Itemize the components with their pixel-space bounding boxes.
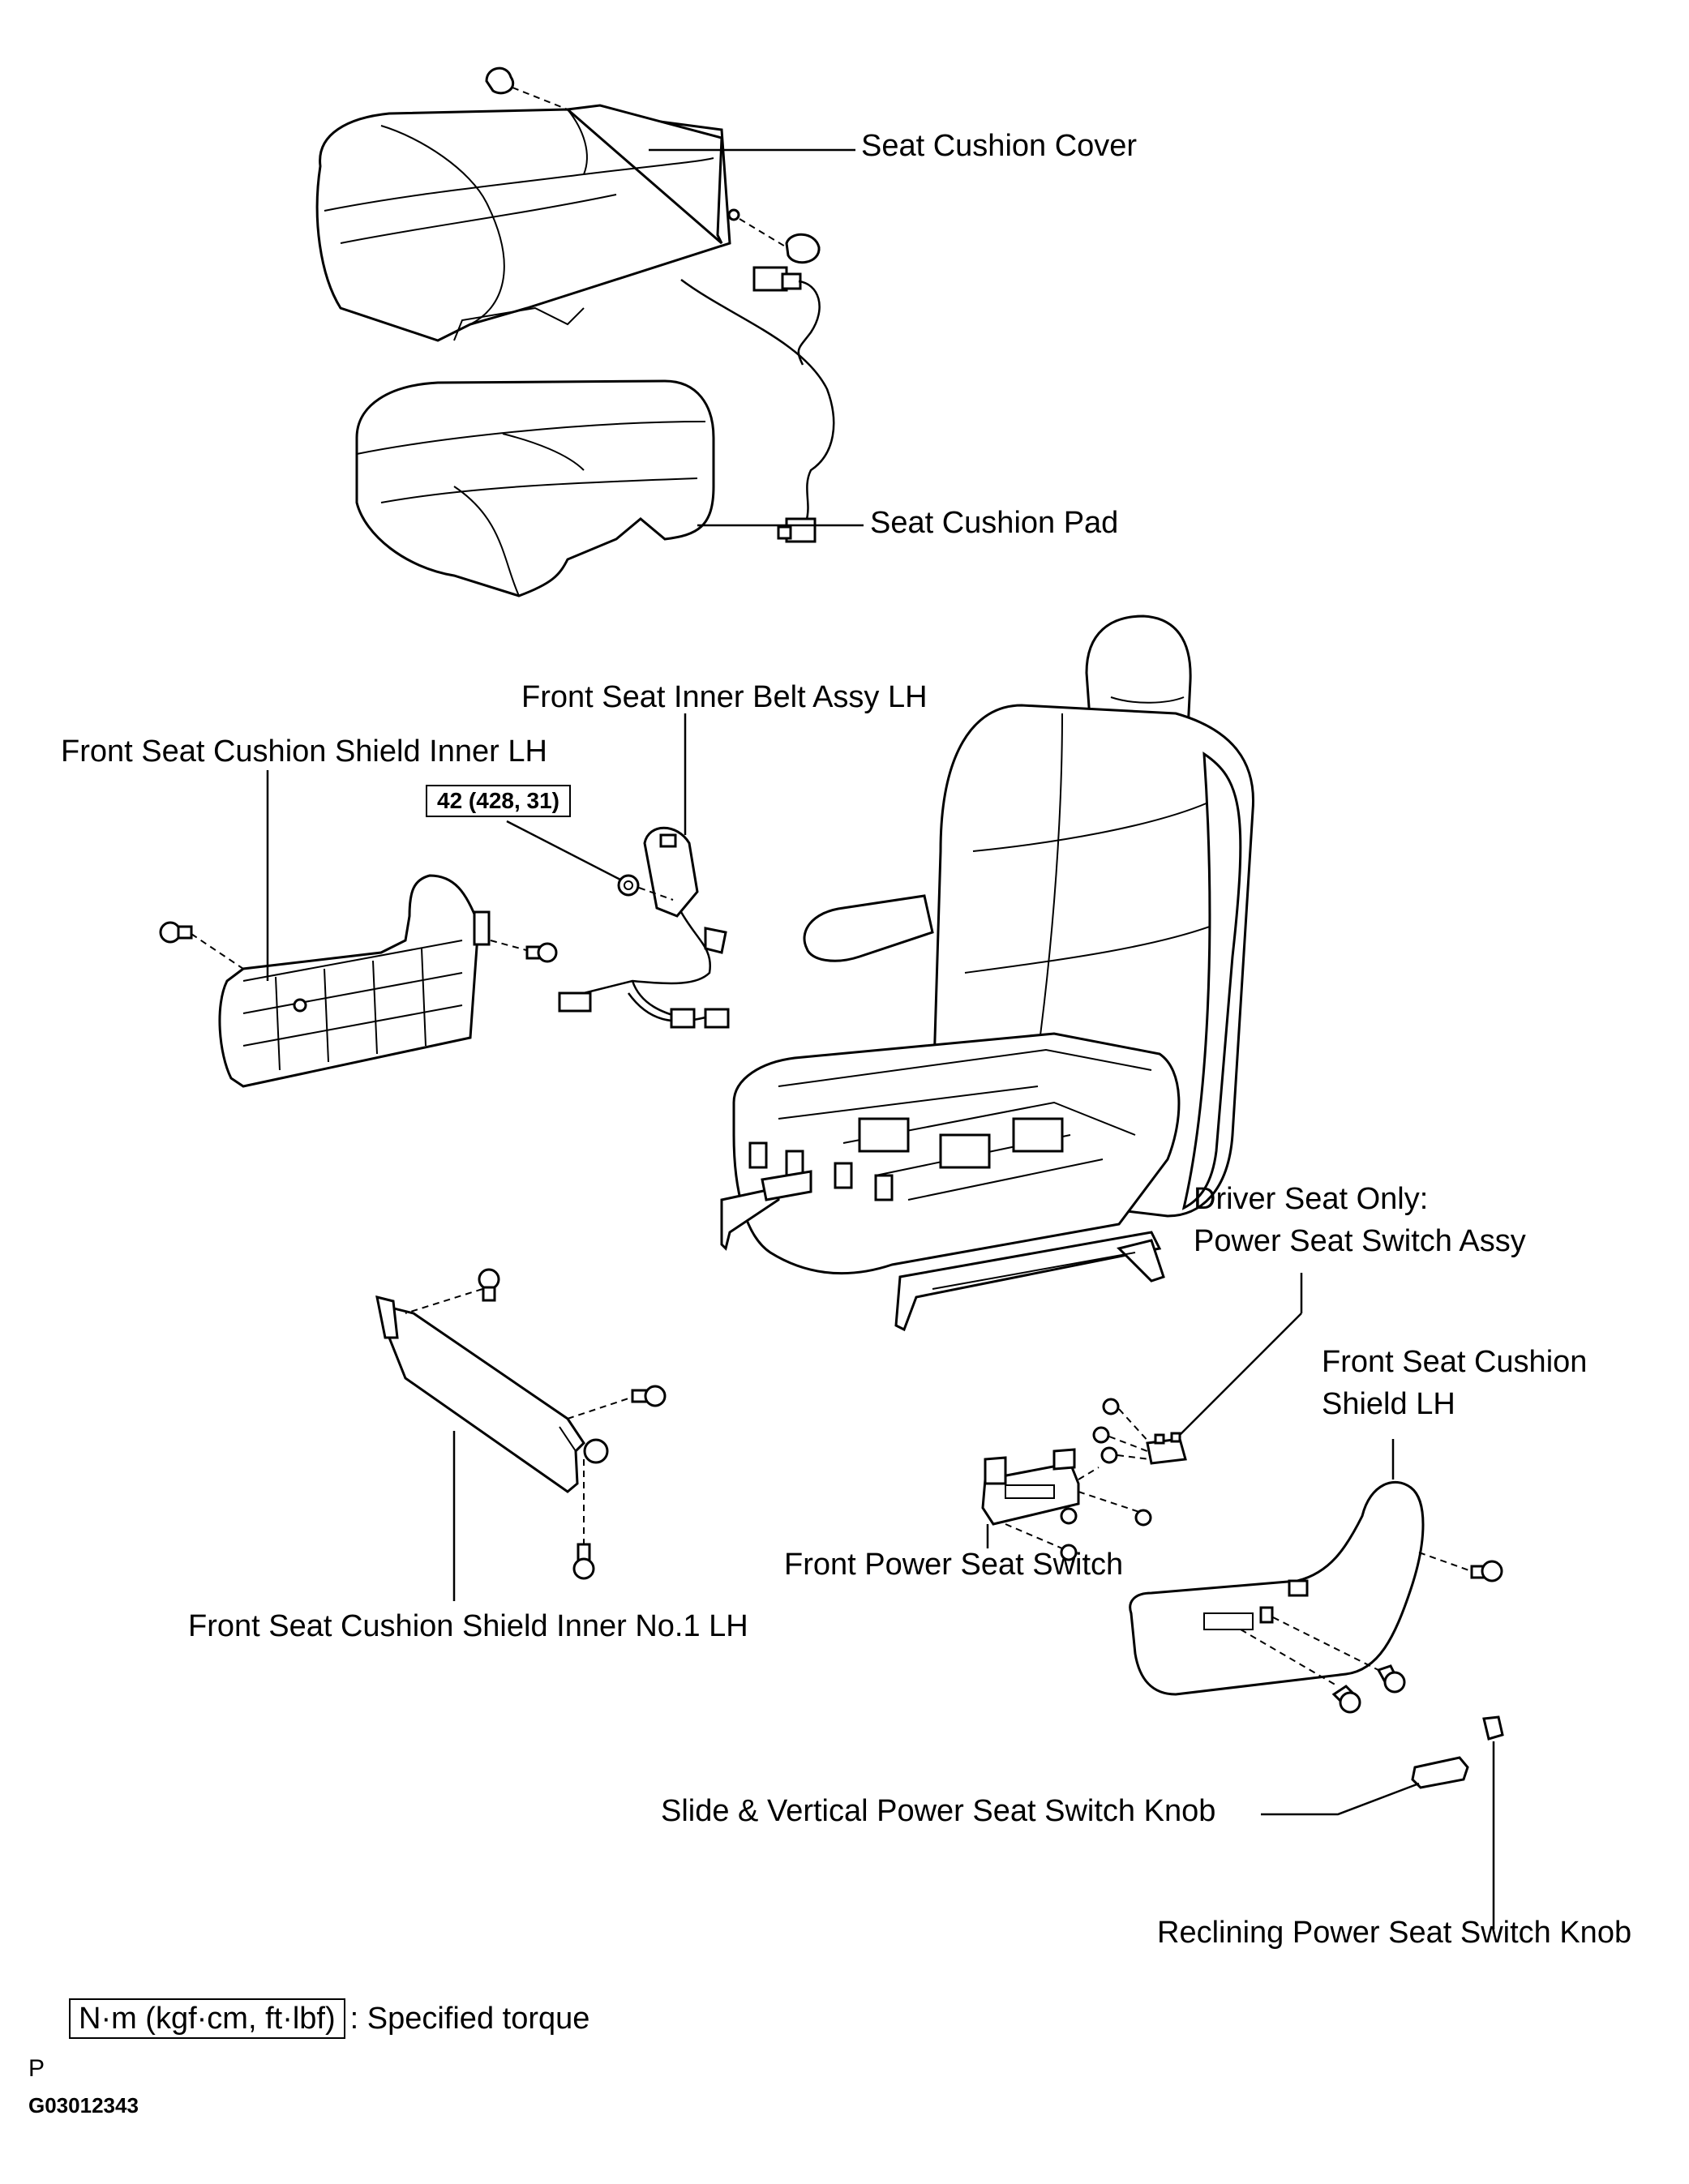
label-cushion-shield-inner-no1: Front Seat Cushion Shield Inner No.1 LH (188, 1609, 748, 1643)
footer-code-letter: P (28, 2055, 45, 2082)
label-seat-cushion-cover: Seat Cushion Cover (861, 129, 1138, 163)
cover-harness (680, 266, 835, 543)
power-switch-screws (1005, 1467, 1152, 1561)
reclining-knob-part (1482, 1715, 1504, 1741)
belt-nut-icon (617, 874, 674, 901)
inner-belt-assy-part (558, 826, 730, 1029)
slide-vertical-knob-part (1411, 1756, 1469, 1789)
legend-description: : Specified torque (349, 2002, 590, 2036)
power-seat-switch-assy-part (1146, 1432, 1187, 1465)
front-seat-assembly (720, 615, 1255, 1332)
clip-top-left-icon (485, 66, 568, 110)
bolt-shield-inner-left-icon (159, 921, 244, 970)
seat-cushion-cover-part (315, 104, 740, 342)
footer-figure-id: G03012343 (28, 2093, 139, 2118)
cushion-shield-inner-lh-part (218, 874, 491, 1088)
front-power-seat-switch-part (981, 1448, 1080, 1526)
label-slide-vertical-knob: Slide & Vertical Power Seat Switch Knob (661, 1794, 1216, 1828)
label-cushion-shield-inner-lh: Front Seat Cushion Shield Inner LH (61, 734, 547, 769)
torque-legend: N·m (kgf·cm, ft·lbf): Specified torque (69, 1998, 590, 2039)
label-cushion-shield-lh-line2: Shield LH (1322, 1387, 1455, 1421)
bolt-no1-top-icon (405, 1268, 500, 1314)
label-front-seat-inner-belt: Front Seat Inner Belt Assy LH (521, 680, 928, 714)
switch-assy-screws (1092, 1398, 1151, 1464)
seat-cushion-pad-part (355, 379, 715, 597)
label-reclining-knob: Reclining Power Seat Switch Knob (1157, 1916, 1632, 1950)
label-seat-cushion-pad: Seat Cushion Pad (870, 506, 1119, 540)
shield-lh-screws (1240, 1552, 1503, 1714)
label-power-seat-switch-assy: Power Seat Switch Assy (1194, 1224, 1526, 1258)
bolt-shield-inner-right-icon (490, 940, 558, 963)
cushion-shield-lh-part (1129, 1480, 1425, 1696)
label-cushion-shield-lh-line1: Front Seat Cushion (1322, 1345, 1588, 1379)
label-front-power-seat-switch: Front Power Seat Switch (784, 1548, 1124, 1582)
label-driver-seat-only: Driver Seat Only: (1194, 1182, 1429, 1216)
torque-spec-box: 42 (428, 31) (426, 785, 571, 817)
clip-right-icon (739, 218, 821, 264)
legend-unit-box: N·m (kgf·cm, ft·lbf) (69, 1998, 345, 2039)
bolt-no1-bottom-icon (572, 1459, 595, 1580)
bolt-no1-right-icon (567, 1385, 667, 1420)
cushion-shield-inner-no1-part (375, 1295, 609, 1493)
